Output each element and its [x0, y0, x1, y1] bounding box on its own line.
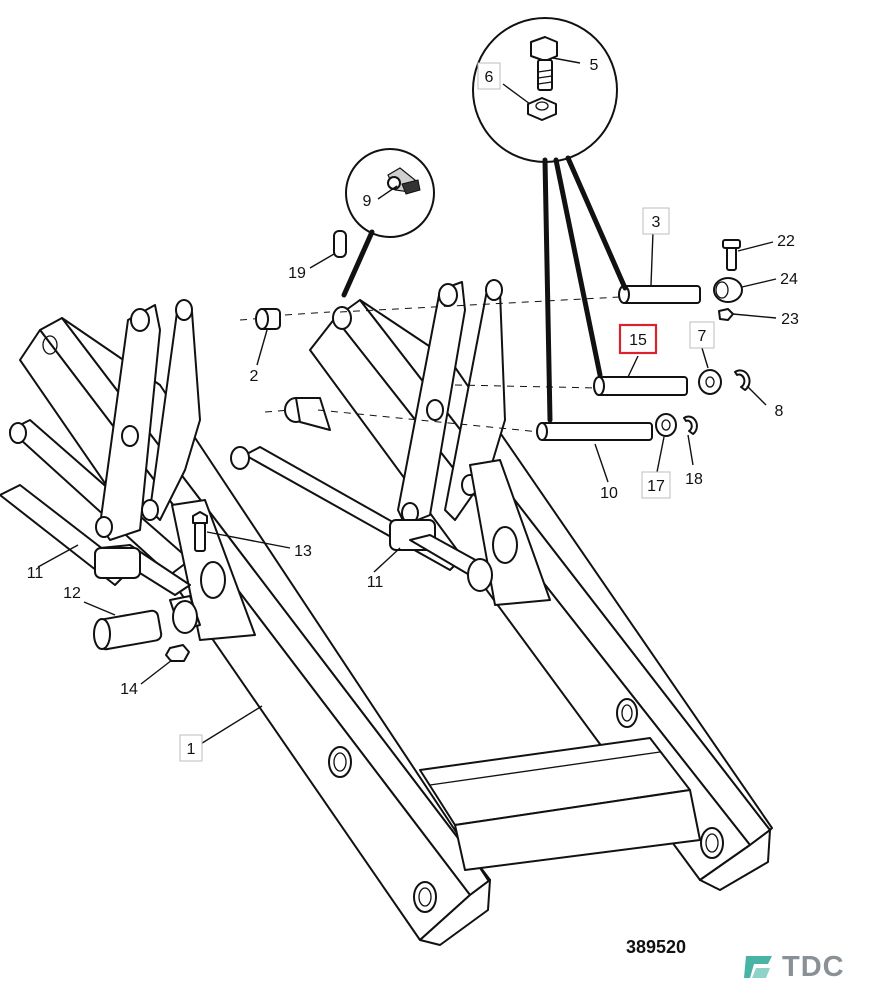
callout-label: 10 — [600, 485, 618, 502]
callout-15-highlighted: 15 — [618, 323, 658, 355]
callout-label: 24 — [780, 271, 798, 288]
callout-label: 13 — [294, 543, 312, 560]
callout-label: 22 — [777, 233, 795, 250]
alignment-lines — [239, 296, 621, 433]
callout-3: 3 — [642, 207, 670, 235]
callout-label: 12 — [63, 585, 81, 602]
left-linkage — [94, 299, 256, 641]
callout-5: 5 — [590, 57, 599, 74]
callout-label: 6 — [485, 69, 494, 86]
callout-label: 23 — [781, 311, 799, 328]
callout-label: 17 — [647, 478, 665, 495]
callout-23: 23 — [781, 311, 799, 328]
inset-grease-nipple — [341, 148, 435, 298]
callout-label: 11 — [367, 574, 384, 591]
drawing-number: 389520 — [626, 937, 687, 957]
callout-label: 9 — [363, 193, 372, 210]
exploded-pins — [93, 230, 751, 662]
brand-name: TDC — [782, 950, 845, 983]
brand-logo: TDC — [742, 950, 845, 984]
tdc-logo-icon — [744, 956, 772, 978]
callout-1: 1 — [179, 734, 203, 762]
callout-labels: 1 2 3 5 6 7 8 9 10 11 — [27, 57, 799, 762]
callout-18: 18 — [685, 471, 703, 488]
right-linkage — [230, 279, 551, 606]
callout-11-left: 11 — [27, 565, 44, 582]
callout-19: 19 — [288, 265, 306, 282]
inset-bolt-nut — [472, 17, 628, 423]
callout-6: 6 — [477, 62, 501, 90]
callout-14: 14 — [120, 681, 138, 698]
callout-22: 22 — [777, 233, 795, 250]
callout-11-right: 11 — [367, 574, 384, 591]
callout-9: 9 — [363, 193, 372, 210]
callout-7: 7 — [689, 321, 715, 349]
callout-label: 3 — [652, 214, 661, 231]
callout-10: 10 — [600, 485, 618, 502]
callout-8: 8 — [775, 403, 784, 420]
callout-label: 14 — [120, 681, 138, 698]
callout-label: 19 — [288, 265, 306, 282]
leader-lines — [37, 57, 777, 746]
callout-label: 2 — [250, 368, 259, 385]
callout-label: 1 — [187, 741, 196, 758]
callout-2: 2 — [250, 368, 259, 385]
callout-label: 8 — [775, 403, 784, 420]
callout-24: 24 — [780, 271, 798, 288]
callout-label: 7 — [698, 328, 707, 345]
callout-13: 13 — [294, 543, 312, 560]
callout-label: 15 — [629, 332, 647, 349]
callout-label: 18 — [685, 471, 703, 488]
callout-label: 5 — [590, 57, 599, 74]
callout-12: 12 — [63, 585, 81, 602]
callout-17: 17 — [641, 471, 671, 499]
callout-label: 11 — [27, 565, 44, 582]
